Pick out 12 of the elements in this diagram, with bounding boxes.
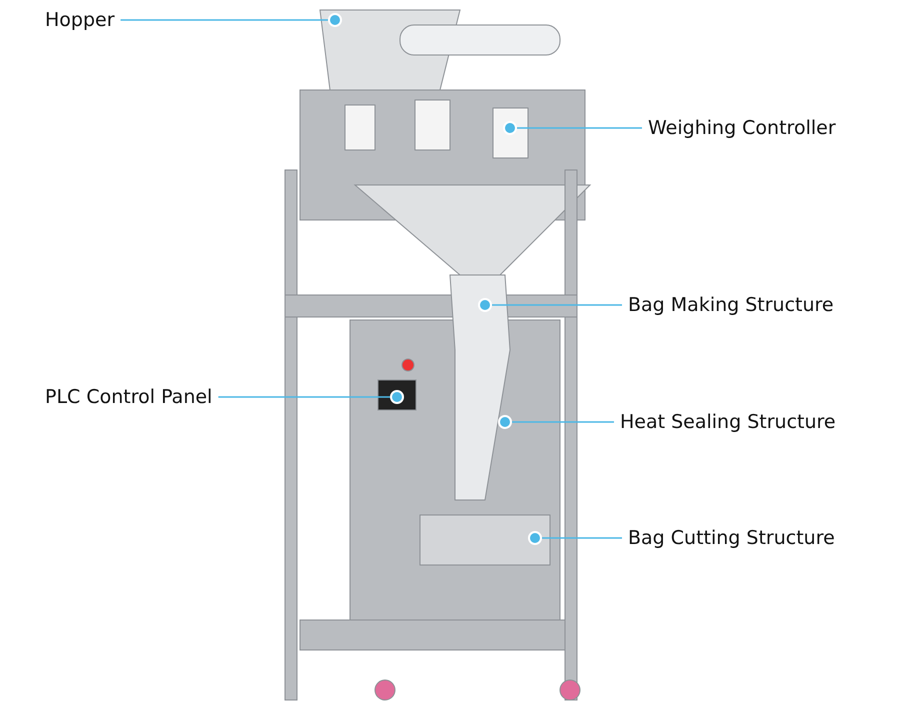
callout-label: Weighing Controller — [648, 117, 836, 139]
leader-line — [218, 396, 390, 398]
callout-label: Hopper — [45, 9, 115, 31]
leader-line — [517, 127, 642, 129]
callout-label: PLC Control Panel — [45, 386, 212, 408]
callout-label: Bag Making Structure — [628, 294, 834, 316]
leader-line — [542, 537, 622, 539]
leader-line — [492, 304, 622, 306]
callout-label: Heat Sealing Structure — [620, 411, 836, 433]
leader-line — [120, 19, 328, 21]
leader-line — [512, 421, 614, 423]
callout-label: Bag Cutting Structure — [628, 527, 835, 549]
